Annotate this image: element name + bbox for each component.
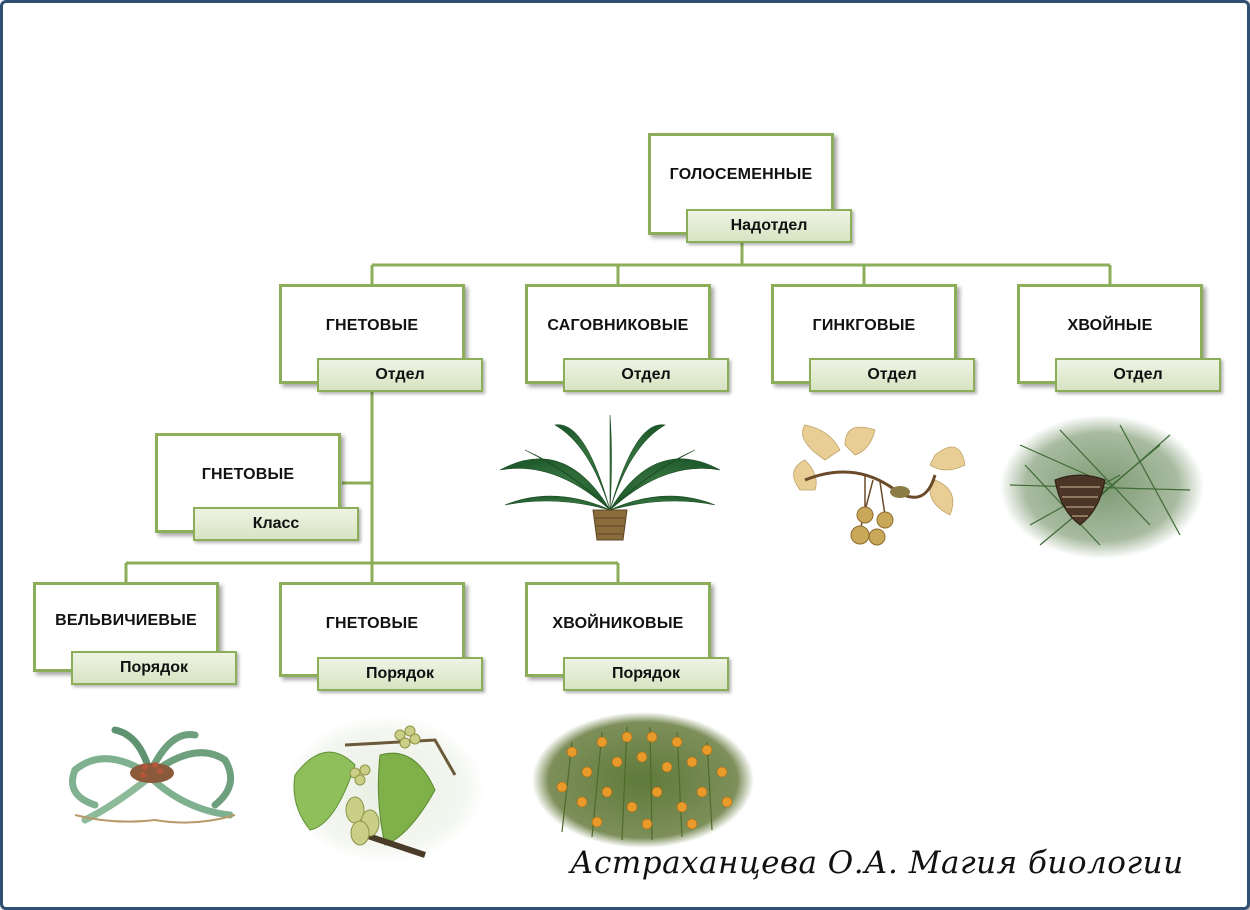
author-credit: Астраханцева О.А. Магия биологии [570, 845, 1184, 881]
division-rank-tag: Отдел [809, 358, 975, 392]
division-rank-tag: Отдел [1055, 358, 1221, 392]
order-title: ХВОЙНИКОВЫЕ [552, 615, 684, 632]
gnetum-image [285, 715, 485, 863]
order-rank-tag: Порядок [317, 657, 483, 691]
welwitschia-image [69, 726, 236, 824]
cycad-image [499, 415, 721, 541]
order-title: ГНЕТОВЫЕ [325, 615, 419, 632]
division-rank-tag: Отдел [563, 358, 729, 392]
division-title: ГИНКГОВЫЕ [812, 317, 916, 334]
root-title: ГОЛОСЕМЕННЫЕ [669, 166, 813, 183]
order-rank-tag: Порядок [563, 657, 729, 691]
order-rank-tag: Порядок [71, 651, 237, 685]
division-title: ХВОЙНЫЕ [1067, 317, 1153, 334]
root-rank-tag: Надотдел [686, 209, 852, 243]
class-title: ГНЕТОВЫЕ [201, 466, 295, 483]
ginkgo-image [793, 424, 966, 546]
division-title: ГНЕТОВЫЕ [325, 317, 419, 334]
ephedra-image [532, 712, 754, 848]
class-rank-tag: Класс [193, 507, 359, 541]
division-rank-tag: Отдел [317, 358, 483, 392]
order-title: ВЕЛЬВИЧИЕВЫЕ [55, 612, 197, 629]
pine-cone-image [1000, 415, 1204, 559]
division-title: САГОВНИКОВЫЕ [547, 317, 689, 334]
